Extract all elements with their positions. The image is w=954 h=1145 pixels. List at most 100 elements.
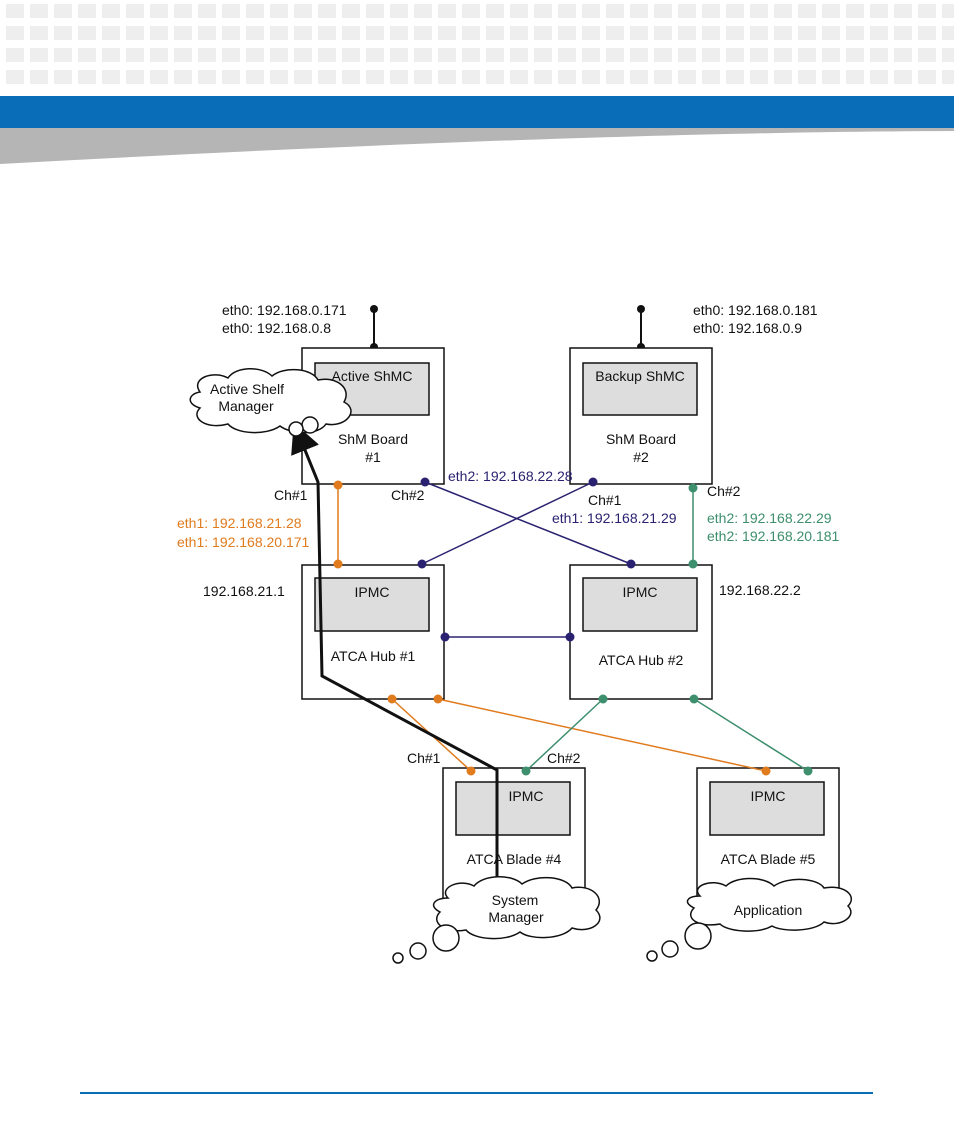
shm1-eth1-b: eth1: 192.168.20.171 (177, 534, 310, 550)
header-tile (54, 4, 72, 18)
header-tile (894, 26, 912, 40)
header-tile (606, 70, 624, 84)
blade5-title: IPMC (751, 788, 786, 804)
shm2-title: Backup ShMC (595, 368, 684, 384)
header-tile (462, 70, 480, 84)
header-tile (558, 70, 576, 84)
header-tile (342, 26, 360, 40)
header-tile (582, 70, 600, 84)
header-tile (414, 4, 432, 18)
header-tile (750, 26, 768, 40)
header-tile (774, 4, 792, 18)
header-tile (222, 4, 240, 18)
header-tile (30, 48, 48, 62)
header-tile (510, 48, 528, 62)
header-tile (198, 70, 216, 84)
header-tile (198, 26, 216, 40)
header-tile (390, 48, 408, 62)
header-tile (198, 4, 216, 18)
header-tile (822, 70, 840, 84)
header-tile (846, 4, 864, 18)
header-tile (534, 48, 552, 62)
header-tile (294, 26, 312, 40)
blade5-label: ATCA Blade #5 (721, 851, 816, 867)
header-tile (222, 70, 240, 84)
header-tile (342, 48, 360, 62)
green-links (525, 488, 809, 772)
header-tile (150, 48, 168, 62)
header-tile (750, 48, 768, 62)
hub1-title: IPMC (355, 584, 390, 600)
hub1-ip: 192.168.21.1 (203, 583, 285, 599)
header-tile (366, 26, 384, 40)
header-tile (918, 26, 936, 40)
header-tile (438, 26, 456, 40)
header-tile (798, 4, 816, 18)
management-path (291, 422, 499, 920)
cloud-application-line1: Application (734, 902, 803, 918)
header-tile (174, 70, 192, 84)
header-tile (390, 70, 408, 84)
shm1-eth0-a: eth0: 192.168.0.171 (222, 302, 347, 318)
atca-hub-2 (569, 564, 713, 700)
header-tile (678, 4, 696, 18)
shm2-eth2-b: eth2: 192.168.20.181 (707, 528, 840, 544)
header-tile (726, 48, 744, 62)
header-tile (630, 48, 648, 62)
header-tile (318, 26, 336, 40)
header-tile (390, 26, 408, 40)
cloud-application (646, 877, 853, 962)
shm2-ch1: Ch#1 (588, 492, 622, 508)
header-tile (438, 70, 456, 84)
header-tile (870, 70, 888, 84)
header-tile (582, 4, 600, 18)
header-tile (30, 26, 48, 40)
header-tile (726, 4, 744, 18)
header-tile (726, 70, 744, 84)
header-tile (222, 48, 240, 62)
header-tile (462, 26, 480, 40)
shm2-ch2: Ch#2 (707, 483, 741, 499)
header-tile (606, 48, 624, 62)
shm1-ch1: Ch#1 (274, 487, 308, 503)
shm1-eth1-a: eth1: 192.168.21.28 (177, 515, 302, 531)
header-tile (702, 4, 720, 18)
header-tile (390, 4, 408, 18)
header-tile (438, 4, 456, 18)
header-tile (846, 26, 864, 40)
header-tile (102, 48, 120, 62)
header-tile (102, 70, 120, 84)
header-tile (174, 48, 192, 62)
hub1-label: ATCA Hub #1 (331, 648, 416, 664)
header-tile (702, 70, 720, 84)
navy-links (421, 481, 632, 638)
green-ports (521, 483, 813, 776)
header-tile (870, 26, 888, 40)
header-tile (126, 26, 144, 40)
hub2-ip: 192.168.22.2 (719, 582, 801, 598)
header-tile (942, 4, 954, 18)
blade4-ch2: Ch#2 (547, 750, 581, 766)
shm1-eth0-b: eth0: 192.168.0.8 (222, 320, 331, 336)
header-tile (558, 26, 576, 40)
header-tile (150, 4, 168, 18)
header-tile (486, 48, 504, 62)
header-tile (126, 4, 144, 18)
header-tile (174, 26, 192, 40)
header-tile (534, 4, 552, 18)
header-tile (822, 26, 840, 40)
header-tile (726, 26, 744, 40)
header-tile (414, 48, 432, 62)
header-tile (798, 48, 816, 62)
header-tile (126, 70, 144, 84)
header-tile (318, 70, 336, 84)
header-tile (798, 70, 816, 84)
shm1-title: Active ShMC (332, 368, 413, 384)
header-tile (78, 70, 96, 84)
header-tile (198, 48, 216, 62)
header-tile (774, 26, 792, 40)
header-tile (78, 26, 96, 40)
header-tile (54, 48, 72, 62)
header-tile (630, 4, 648, 18)
header-tile (510, 26, 528, 40)
